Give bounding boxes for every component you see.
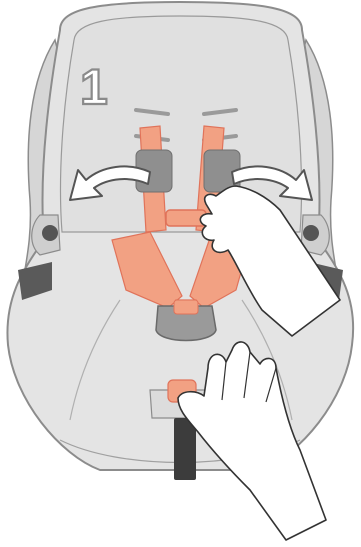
left-bolster-button — [42, 225, 58, 241]
adjuster-strap — [174, 418, 196, 480]
buckle-button — [174, 300, 198, 314]
step-number: 1 — [80, 59, 108, 115]
right-bolster-button — [303, 225, 319, 241]
